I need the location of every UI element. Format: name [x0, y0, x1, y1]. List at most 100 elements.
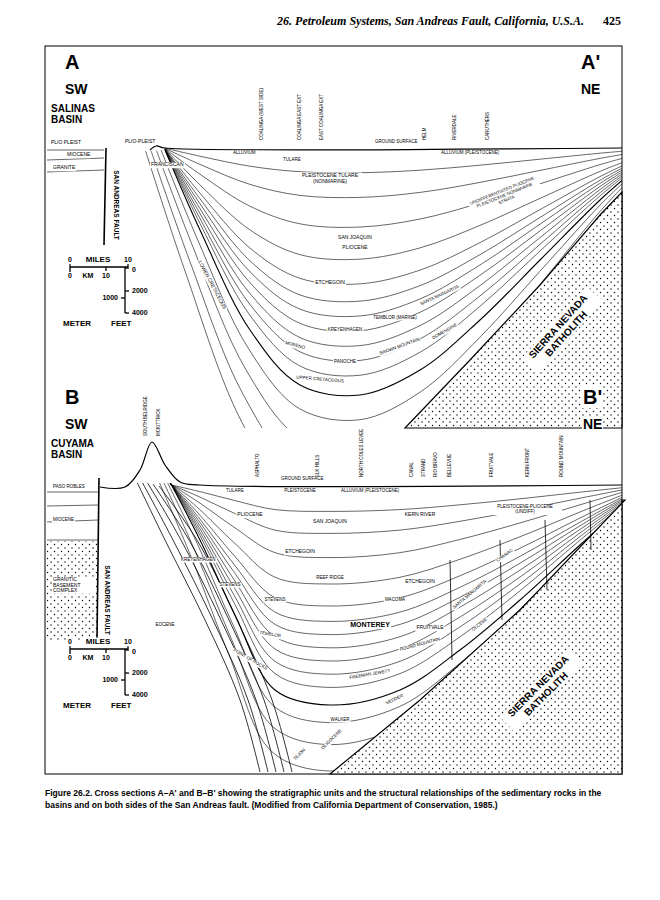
section-letter: B': [582, 386, 603, 408]
thrust-strata: [153, 484, 284, 772]
formation-name: MONTEREY: [349, 621, 391, 629]
unit-label: ALLUVIUM (PLEISTOCENE): [440, 151, 500, 156]
scale-bar: [125, 672, 129, 673]
unit-label: FRANCISCAN: [150, 162, 185, 168]
basin-name: SALINAS BASIN: [50, 103, 106, 125]
well-name: COALINGA EAST EXT: [298, 93, 303, 141]
batholith-ground: [330, 500, 625, 774]
well-name: EAST COALINGA EXT: [320, 93, 325, 141]
unit-label: ETCHEGOIN: [314, 280, 346, 286]
well-name: CARUTHERS: [486, 111, 491, 141]
stratum-boundary: [47, 540, 98, 541]
well-name: RIVERDALE: [453, 113, 458, 141]
fault-line: [545, 520, 547, 590]
well-name: MCKITTRICK: [157, 408, 162, 438]
scale-number: 0: [67, 638, 73, 646]
scale-unit: KM: [82, 272, 95, 280]
section-b: [47, 442, 625, 774]
stratum-boundary: [165, 149, 622, 228]
stratum-boundary: [47, 158, 104, 160]
scale-unit: METER: [62, 702, 92, 711]
scale-bar: [105, 649, 106, 653]
scale-bar: [121, 679, 125, 680]
unit-label: PLEISTOCENE: [283, 489, 316, 494]
unit-label: POINT OF ROCKS: [231, 648, 268, 672]
scale-number: 0: [67, 256, 73, 264]
well-name: BELLEVUE: [448, 453, 453, 478]
well-name: COALINGA (WEST SIDE): [260, 87, 265, 141]
unit-label: WALKER: [330, 718, 351, 723]
unit-label: BROWN MOUNTAIN: [378, 337, 421, 357]
fault-line: [500, 540, 502, 620]
scale-bar: [105, 267, 106, 271]
unit-label: GROUND SURFACE: [280, 477, 325, 482]
scale-unit: MILES: [85, 256, 111, 265]
unit-label: VEDDER: [385, 693, 406, 706]
unit-label: MIOCENE: [52, 518, 75, 523]
well-name: RIO BRAVO: [434, 451, 439, 478]
fault-line: [590, 500, 591, 550]
unit-label: TEJON: [292, 747, 307, 762]
stratum-boundary: [165, 148, 622, 197]
well-name: KERN FRONT: [526, 447, 531, 478]
scale-number: 0: [67, 272, 73, 280]
well-name: CANAL: [410, 461, 415, 478]
stratum-boundary: [146, 151, 622, 428]
scale-unit: KM: [82, 654, 95, 662]
scale-unit: FEET: [110, 320, 132, 329]
scale-bar: [124, 649, 125, 695]
fault-line: [97, 478, 99, 640]
scale-number: 2000: [131, 287, 149, 295]
batholith-name: SIERRA NEVADA BATHOLITH: [521, 286, 603, 374]
stratum-boundary: [170, 484, 622, 533]
unit-label: SAN JOAQUIN: [312, 519, 348, 525]
stratum-boundary: [151, 151, 622, 428]
unit-label: TEMBLOR (MARINE): [372, 316, 418, 321]
unit-label: MORENO: [284, 341, 307, 352]
unit-label: ALLUVIUM: [232, 151, 257, 156]
thrust-strata: [135, 483, 260, 772]
scale-number: 10: [123, 638, 133, 646]
scale-bar: [125, 312, 129, 313]
page-number: 425: [602, 15, 622, 28]
scale-number: 0: [131, 648, 137, 656]
stratum-boundary: [156, 150, 622, 428]
well-name: NORTH COLES LEVEE: [360, 428, 365, 478]
unit-label: KERN RIVER: [404, 512, 437, 518]
running-header: 26. Petroleum Systems, San Andreas Fault…: [276, 15, 585, 28]
unit-label: STEVENS: [218, 583, 241, 588]
scale-number: 4000: [131, 691, 149, 699]
unit-label: LOWER CRETACEOUS: [196, 259, 227, 311]
scale-unit: MILES: [85, 638, 111, 647]
scale-number: 1000: [101, 294, 119, 302]
unit-label: OLCESE: [471, 617, 490, 634]
well-name: SOUTH BELRIDGE: [144, 395, 149, 437]
section-letter: A': [580, 51, 601, 73]
unit-label: PASO ROBLES: [52, 485, 86, 490]
well-name: FRUITVALE: [490, 452, 495, 478]
fault-line: [104, 148, 106, 245]
scale-number: 0: [131, 266, 137, 274]
basin-name: CUYAMA BASIN: [50, 438, 108, 460]
scale-number: 10: [101, 272, 111, 280]
unit-label: EOCENE: [154, 623, 175, 628]
unit-label: ROUND MOUNTAIN: [398, 637, 441, 653]
unit-label: ALLUVIUM (PLEISTOCENE): [340, 489, 400, 494]
unit-label: PLIOCENE: [236, 512, 263, 518]
stratum-boundary: [47, 505, 98, 506]
scale-bar: [125, 267, 129, 268]
thrust-strata: [141, 483, 268, 772]
unit-label: GRANITE: [52, 165, 76, 171]
stratum-boundary: [47, 150, 104, 151]
scale-bar: [70, 266, 128, 267]
fault-name: SAN ANDREAS FAULT: [112, 169, 119, 241]
unit-label: PLIOCENE: [341, 245, 368, 251]
unit-label: ETCHEGOIN: [284, 549, 316, 555]
well-name: STRAND: [422, 457, 427, 478]
unit-label: PLIO PLEIST: [50, 140, 82, 146]
well-name: ROUND MOUNTAIN: [560, 435, 565, 478]
direction: SW: [64, 82, 89, 97]
unit-label: KREYENHAGEN: [180, 558, 217, 563]
scale-number: 1000: [101, 676, 119, 684]
stratum-boundary: [165, 149, 622, 284]
